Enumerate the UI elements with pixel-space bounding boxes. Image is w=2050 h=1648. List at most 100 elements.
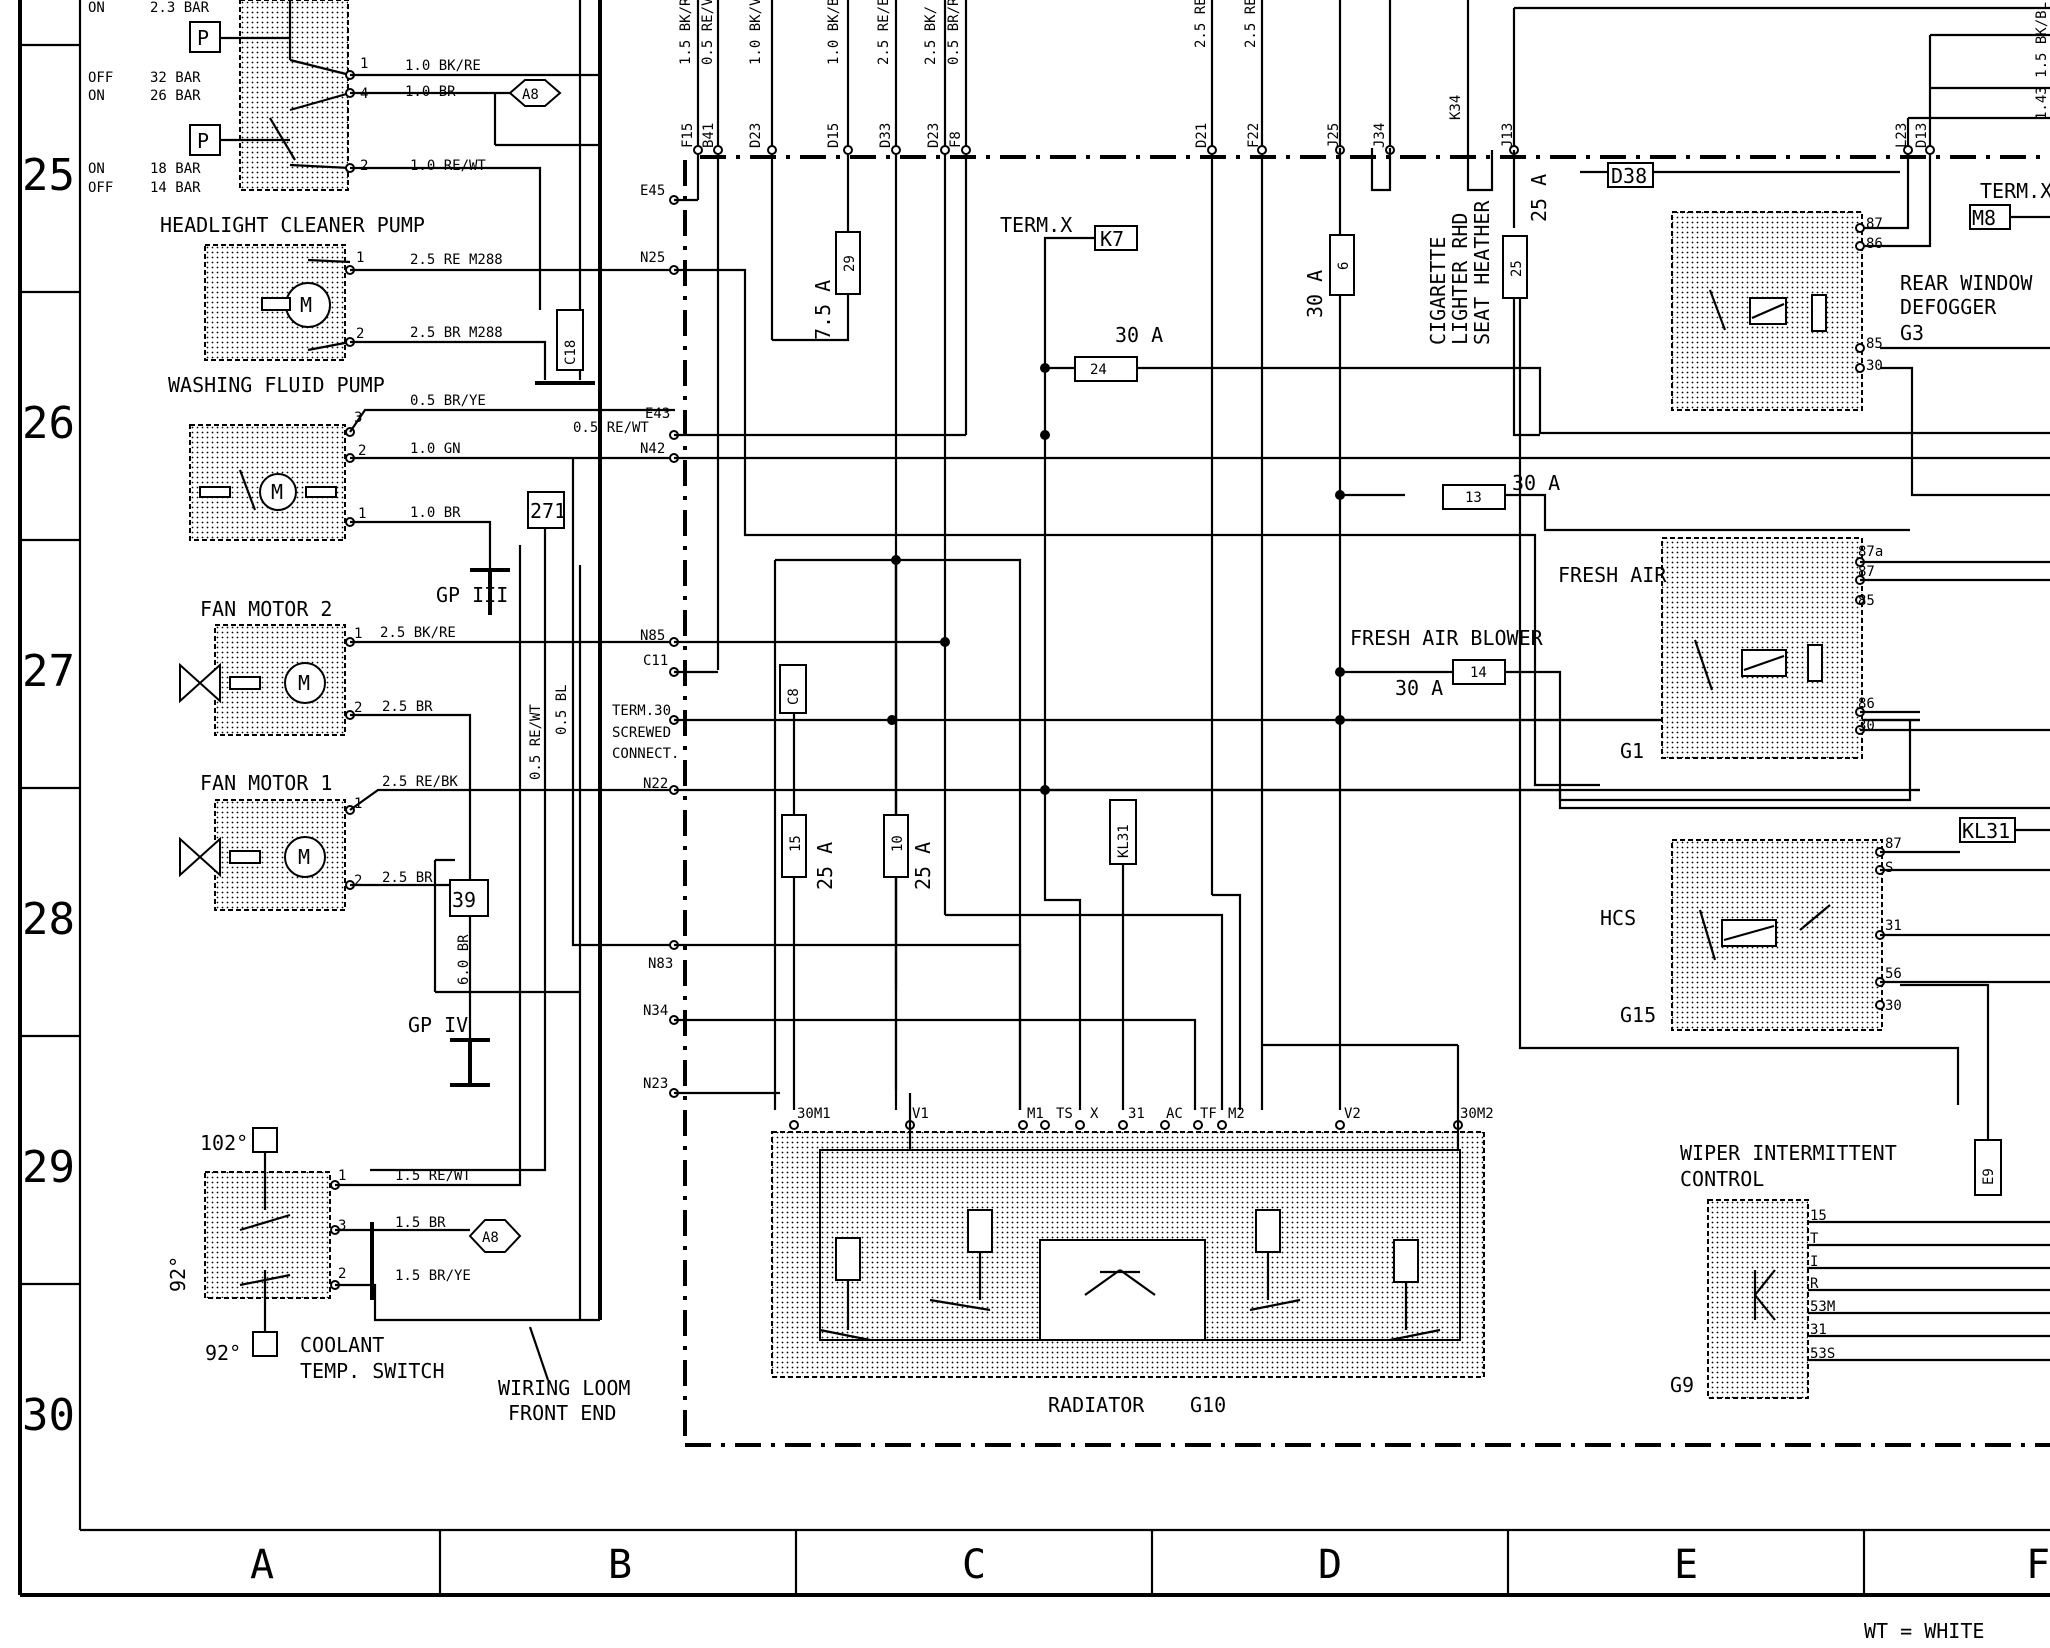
fan-motor-2-title: FAN MOTOR 2 — [200, 597, 332, 621]
pressure-value: 2.3 BAR — [150, 0, 210, 16]
connector-kl31 — [1959, 817, 2016, 843]
pressure-switch-p-label: P — [197, 129, 209, 153]
connector-a8-label: A8 — [522, 87, 539, 103]
fresh-air-relay — [1661, 537, 2050, 759]
radiator-pin: M2 — [1228, 1106, 1245, 1122]
pin-id: N83 — [648, 956, 673, 972]
radiator-pin: 30M2 — [1460, 1106, 1494, 1122]
radiator-pin: 31 — [1128, 1106, 1145, 1122]
pin-id: N34 — [643, 1003, 668, 1019]
pin-id: N25 — [640, 250, 665, 266]
wiper-intermittent-label: WIPER INTERMITTENT — [1680, 1141, 1897, 1165]
wire-label: 0.5 RE/WT — [573, 420, 649, 436]
pin-number: 31 — [1810, 1322, 1827, 1338]
row-label-25: 25 — [22, 150, 75, 201]
pin-number: 2 — [354, 873, 362, 889]
col-label-f: F — [2026, 1542, 2050, 1588]
radiator-pin: AC — [1166, 1106, 1183, 1122]
pin-number: 87 — [1885, 836, 1902, 852]
washing-fluid-pump: M — [189, 424, 355, 541]
motor-label: M — [298, 671, 310, 695]
pin-number: 1 — [358, 506, 366, 522]
fuse-rating: 30 A — [1115, 323, 1163, 347]
connector-e9 — [1974, 1139, 2002, 1196]
wire-label: 0.5 BR/YE — [410, 393, 486, 409]
fuse-number: 25 — [1509, 260, 1525, 277]
fan-motor-1: M — [179, 799, 355, 911]
pin-id: CONNECT. — [612, 746, 679, 762]
motor-label: M — [271, 480, 283, 504]
connector-m8-label: M8 — [1972, 206, 1996, 230]
pin-id: N85 — [640, 628, 665, 644]
hcs-label: HCS — [1600, 906, 1636, 930]
pin-number: 85 — [1858, 593, 1875, 609]
wiring-loom-label: FRONT END — [508, 1401, 616, 1425]
radiator-pin: 30M1 — [797, 1106, 831, 1122]
fuse-10: 10 — [883, 814, 909, 878]
row-label-30: 30 — [22, 1390, 75, 1441]
wire-label: 1.0 BR — [410, 505, 461, 521]
connector-kl31-label: KL31 — [1962, 819, 2010, 843]
connector-c18-label: C18 — [563, 340, 579, 365]
pin-number: 53S — [1810, 1346, 1835, 1362]
wire-label: 1.0 RE/WT — [410, 158, 486, 174]
fuse-number: 24 — [1090, 362, 1107, 378]
legend-white: WT = WHITE — [1864, 1619, 1984, 1643]
fuse-6: 6 — [1329, 234, 1355, 296]
cigarette-label: CIGARETTE — [1426, 237, 1450, 345]
rear-window-label: REAR WINDOW — [1900, 271, 2033, 295]
wire-label: 1.43 1.5 BK/BL — [2034, 2, 2050, 120]
motor-label: M — [300, 293, 312, 317]
pressure-on-label: ON — [88, 88, 105, 104]
fuse-number: 14 — [1470, 665, 1487, 681]
wiper-intermittent-control — [1707, 1199, 2050, 1399]
wiring-loom-label: WIRING LOOM — [498, 1376, 630, 1400]
pin-number: 56 — [1885, 966, 1902, 982]
radiator-pin: V2 — [1344, 1106, 1361, 1122]
fuse-rating: 25 A — [911, 842, 935, 890]
pin-number: 2 — [338, 1266, 346, 1282]
connector-a8 — [508, 79, 562, 107]
wire-label: 0.5 RE/V — [700, 0, 716, 65]
pin-id: E45 — [640, 183, 665, 199]
radiator-fan-control — [771, 1131, 1485, 1378]
lighter-label: LIGHTER RHD — [1448, 213, 1472, 345]
radiator-pin: X — [1090, 1106, 1099, 1122]
pin-number: 31 — [1885, 918, 1902, 934]
fuse-24: 24 — [1074, 356, 1138, 382]
pin-id: N22 — [643, 776, 668, 792]
wire-label: 0.5 RE/WT — [528, 704, 544, 780]
connector-k7-label: K7 — [1100, 227, 1124, 251]
wire-label: 2.5 BR M288 — [410, 325, 503, 341]
col-label-d: D — [1318, 1542, 1342, 1588]
top-connector-row: F15 B41 D23 D15 D33 D23 F8 D21 F22 J25 J… — [680, 95, 1930, 148]
pin-id: N23 — [643, 1076, 668, 1092]
fresh-air-label: FRESH AIR — [1558, 563, 1667, 587]
fuse-29: 29 — [835, 231, 861, 295]
radiator-pin: TS — [1056, 1106, 1073, 1122]
pin-id: F22 — [1246, 123, 1262, 148]
rear-window-defogger-relay — [1671, 211, 1865, 411]
wire-label: 1.0 BK/RE — [405, 58, 481, 74]
pin-id: J13 — [1500, 123, 1516, 148]
hcs-id: G15 — [1620, 1003, 1656, 1027]
ground-point-gp4: GP IV — [408, 1013, 468, 1037]
fuse-13: 13 — [1442, 484, 1506, 510]
col-label-b: B — [608, 1542, 632, 1588]
pin-id: C11 — [643, 653, 668, 669]
fuse-number: 29 — [842, 255, 858, 272]
wire-label: 2.5 RE — [1193, 0, 1209, 48]
pin-id: N42 — [640, 441, 665, 457]
connector-a8 — [468, 1219, 522, 1253]
connector-kl31-label: KL31 — [1116, 824, 1132, 858]
pin-id: F8 — [948, 131, 964, 148]
pin-number: R — [1810, 1276, 1819, 1292]
row-label-29: 29 — [22, 1142, 75, 1193]
temp-92-label: 92° — [205, 1341, 241, 1365]
fuse-14: 14 — [1452, 659, 1506, 685]
pin-id: D23 — [748, 123, 764, 148]
pin-number: S — [1885, 860, 1893, 876]
wire-label: 1.0 GN — [410, 441, 461, 457]
radiator-pin-row — [789, 1043, 1463, 1150]
row-label-27: 27 — [22, 646, 75, 697]
